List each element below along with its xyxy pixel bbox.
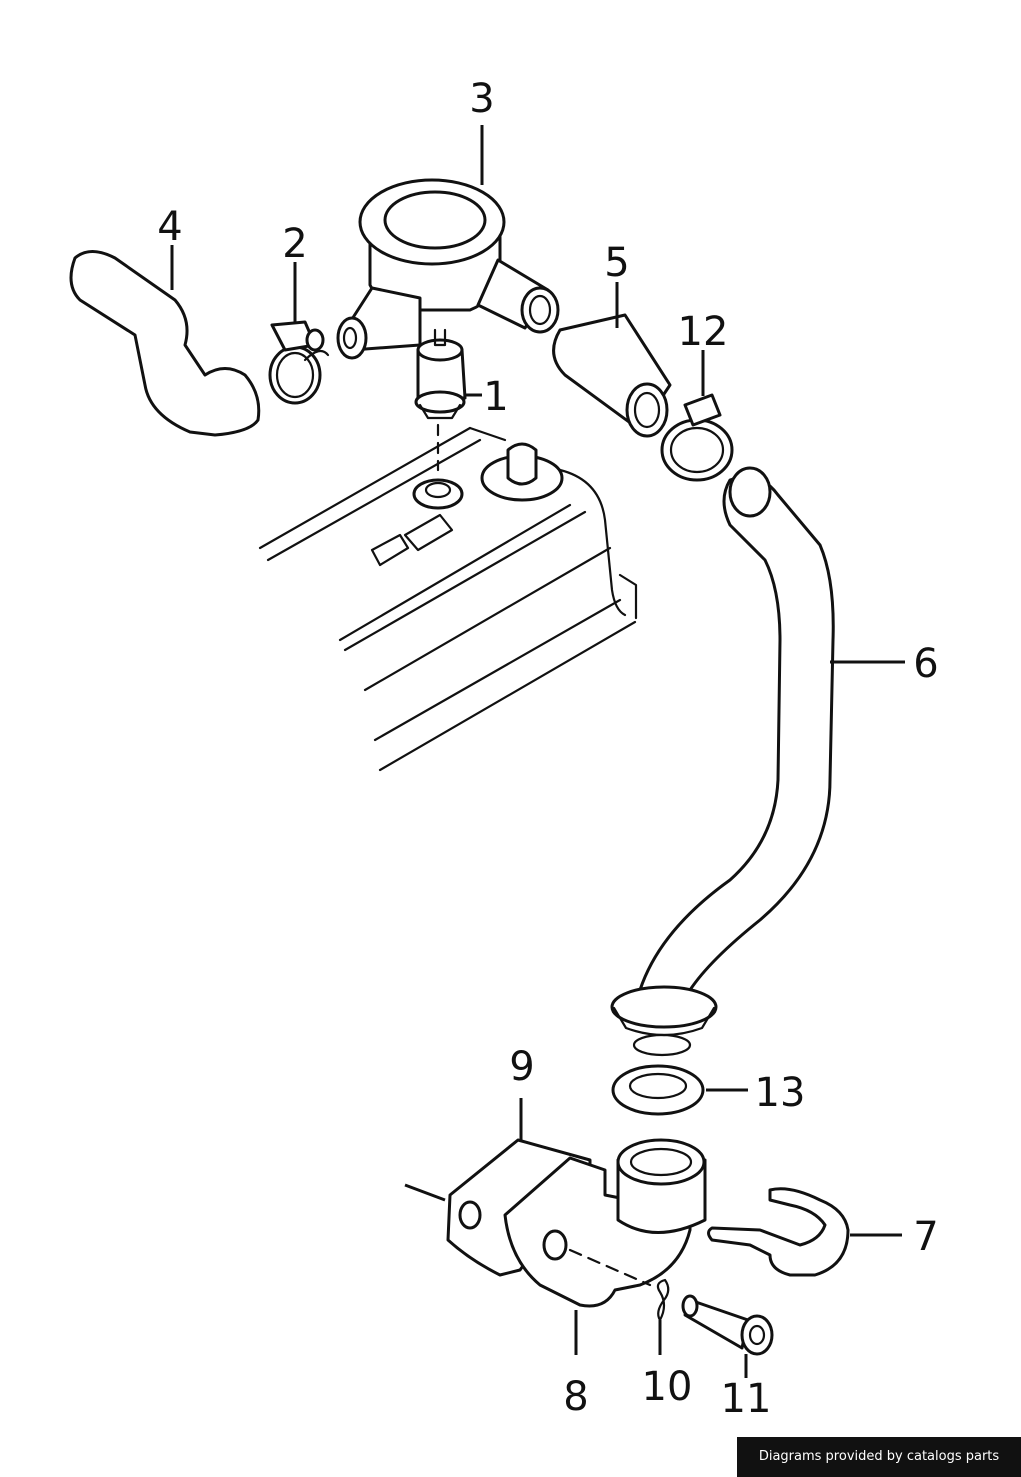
hose-clamp-large — [660, 393, 734, 482]
callout-3: 3 — [469, 76, 494, 122]
callout-7: 7 — [913, 1214, 938, 1260]
elbow-flange — [503, 1138, 707, 1308]
callout-10: 10 — [642, 1364, 693, 1410]
callout-11: 11 — [721, 1376, 772, 1422]
breather-hose-short — [552, 313, 672, 438]
seal-ring — [611, 1064, 705, 1116]
hose-clamp-small — [268, 320, 330, 405]
leader-lines — [170, 125, 905, 1378]
pcv-valve — [336, 178, 560, 360]
bolt — [681, 1294, 774, 1356]
callout-labels: 3 4 2 5 12 1 6 9 13 7 8 10 11 — [157, 76, 938, 1422]
cylinder-head-cover — [258, 423, 638, 772]
breather-hose-left — [69, 250, 261, 437]
retaining-clip — [707, 1187, 850, 1277]
callout-2: 2 — [282, 221, 307, 267]
callout-9: 9 — [509, 1044, 534, 1090]
callout-4: 4 — [157, 204, 182, 250]
credit-banner: Diagrams provided by catalogs parts — [737, 1437, 1021, 1477]
callout-8: 8 — [563, 1374, 588, 1420]
callout-5: 5 — [604, 240, 629, 286]
callout-13: 13 — [755, 1070, 806, 1116]
breather-hose-long — [610, 466, 835, 1057]
grommet-valve — [414, 328, 467, 420]
callout-12: 12 — [678, 309, 729, 355]
callout-6: 6 — [913, 641, 938, 687]
spring-washer — [656, 1278, 670, 1322]
callout-1: 1 — [483, 374, 508, 420]
